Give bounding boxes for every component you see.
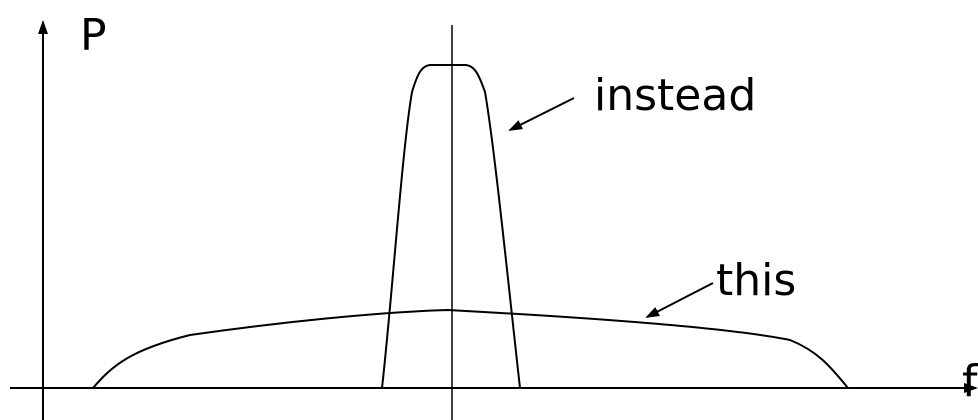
this-pointer-arrow — [645, 282, 714, 318]
curve-label-this: this — [716, 255, 796, 306]
narrow-peak-curve — [381, 64, 521, 389]
instead-pointer-arrow — [508, 97, 575, 131]
x-axis-label: f — [962, 356, 978, 407]
curve-label-instead: instead — [594, 70, 756, 121]
y-axis-label: P — [80, 10, 107, 61]
wide-spectrum-curve — [92, 308, 849, 389]
